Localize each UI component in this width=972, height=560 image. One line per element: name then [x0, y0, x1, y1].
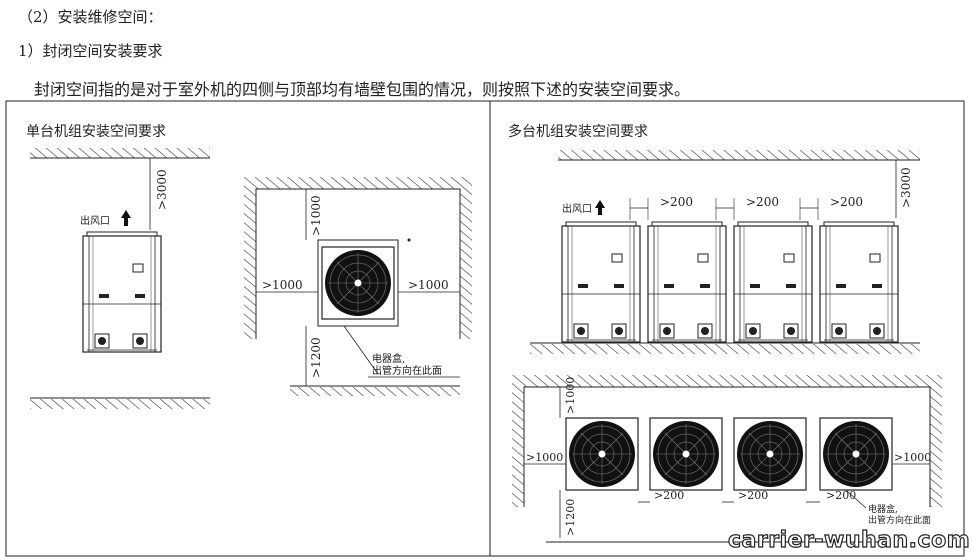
multi-gap-2: >200: [746, 195, 779, 209]
subsection-heading: 1）封闭空间安装要求: [18, 42, 163, 60]
single-ebox-direction: 出管方向在此面: [372, 364, 442, 377]
single-plan-right: >1000: [408, 278, 449, 292]
multi-unit-front-view: [561, 221, 641, 343]
multi-outlet-label: 出风口: [562, 202, 592, 215]
multi-plan-right: >1000: [894, 451, 931, 464]
single-unit-front-view: [82, 231, 162, 353]
single-plan-bottom: >1200: [309, 337, 323, 378]
multi-plan-gap-1: >200: [654, 489, 684, 502]
description-text: 封闭空间指的是对于室外机的四侧与顶部均有墙壁包围的情况，则按照下述的安装空间要求…: [34, 80, 691, 99]
single-ebox-label: 电器盒,: [372, 352, 405, 365]
watermark: carrier-wuhan.com: [728, 528, 970, 553]
multi-panel-title: 多台机组安装空间要求: [508, 123, 648, 140]
multi-top-clearance: >3000: [899, 167, 913, 208]
single-outlet-label: 出风口: [80, 214, 110, 227]
single-panel-title: 单台机组安装空间要求: [26, 124, 166, 140]
multi-plan-gap-2: >200: [738, 489, 768, 502]
multi-gap-3: >200: [830, 195, 863, 209]
single-top-clearance: >3000: [155, 169, 169, 210]
multi-plan-left: >1000: [526, 451, 563, 464]
multi-ebox-label: 电器盒,: [868, 503, 898, 515]
multi-unit-front-view: [733, 221, 813, 343]
multi-gap-1: >200: [660, 195, 693, 209]
multi-unit-front-view: [647, 221, 727, 343]
section-heading: （2）安装维修空间：: [18, 8, 163, 26]
multi-unit-front-view: [819, 221, 899, 343]
single-plan-view: >1000 >1000 >1000 >1200 电器盒, 出管方向在此面: [244, 177, 472, 396]
arrow-up-icon: [121, 210, 131, 226]
multi-plan-top: >1000: [564, 377, 577, 414]
multi-plan-view: >1000 >1000 >1000 >200 >200 >200 >1200 电…: [512, 375, 942, 543]
multi-ebox-direction: 出管方向在此面: [868, 514, 931, 526]
single-plan-top: >1000: [309, 195, 323, 236]
single-plan-left: >1000: [262, 278, 303, 292]
arrow-up-icon: [595, 200, 605, 215]
multi-plan-bottom: >1200: [564, 499, 577, 536]
